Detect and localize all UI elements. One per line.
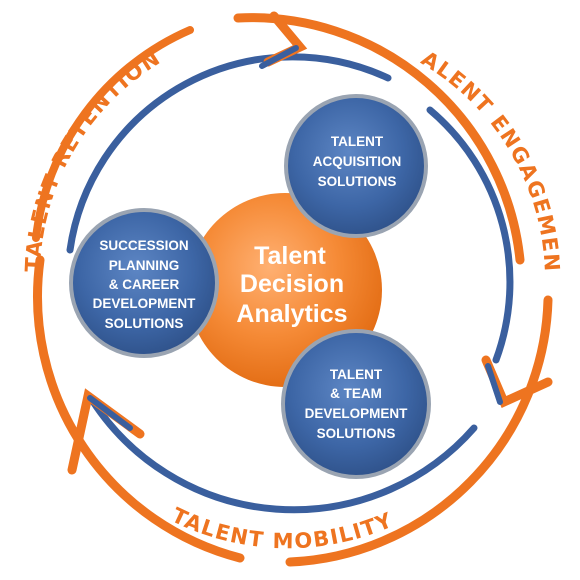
node-succession: SUCCESSION PLANNING & CAREER DEVELOPMENT… — [69, 208, 219, 358]
ring-blue-bottom — [88, 396, 478, 514]
ring-blue-right — [426, 106, 514, 364]
node-team-line-4: SOLUTIONS — [317, 426, 396, 441]
node-acquisition-circle — [284, 94, 428, 238]
center-line-1: Talent — [254, 242, 326, 270]
node-team-development-circle — [281, 329, 431, 479]
node-succession-circle — [69, 208, 219, 358]
node-team-development: TALENT & TEAM DEVELOPMENT SOLUTIONS — [281, 329, 431, 479]
ring-orange-top — [233, 13, 525, 265]
node-succession-line-4: DEVELOPMENT — [93, 296, 197, 311]
node-team-line-1: TALENT — [330, 367, 383, 382]
arrow-left-blue-icon — [87, 395, 133, 431]
node-succession-line-2: PLANNING — [109, 258, 180, 273]
ring-orange-upper-left — [32, 26, 194, 242]
node-acquisition-line-3: SOLUTIONS — [318, 174, 397, 189]
cycle-ring — [32, 11, 553, 567]
ring-orange-left — [33, 255, 245, 563]
center-line-2: Decision — [240, 270, 344, 298]
node-succession-line-5: SOLUTIONS — [105, 316, 184, 331]
node-team-line-3: DEVELOPMENT — [305, 406, 409, 421]
node-acquisition-line-2: ACQUISITION — [313, 154, 402, 169]
arrow-right-blue-icon — [485, 363, 503, 405]
node-succession-line-1: SUCCESSION — [99, 238, 188, 253]
node-acquisition: TALENT ACQUISITION SOLUTIONS — [284, 94, 428, 238]
ring-orange-right — [285, 295, 553, 567]
arrow-top-blue-icon — [259, 45, 299, 69]
node-team-line-2: & TEAM — [330, 386, 382, 401]
node-acquisition-line-1: TALENT — [331, 134, 384, 149]
center-line-3: Analytics — [236, 300, 347, 328]
ring-blue-top — [66, 53, 392, 254]
node-succession-line-3: & CAREER — [109, 277, 180, 292]
